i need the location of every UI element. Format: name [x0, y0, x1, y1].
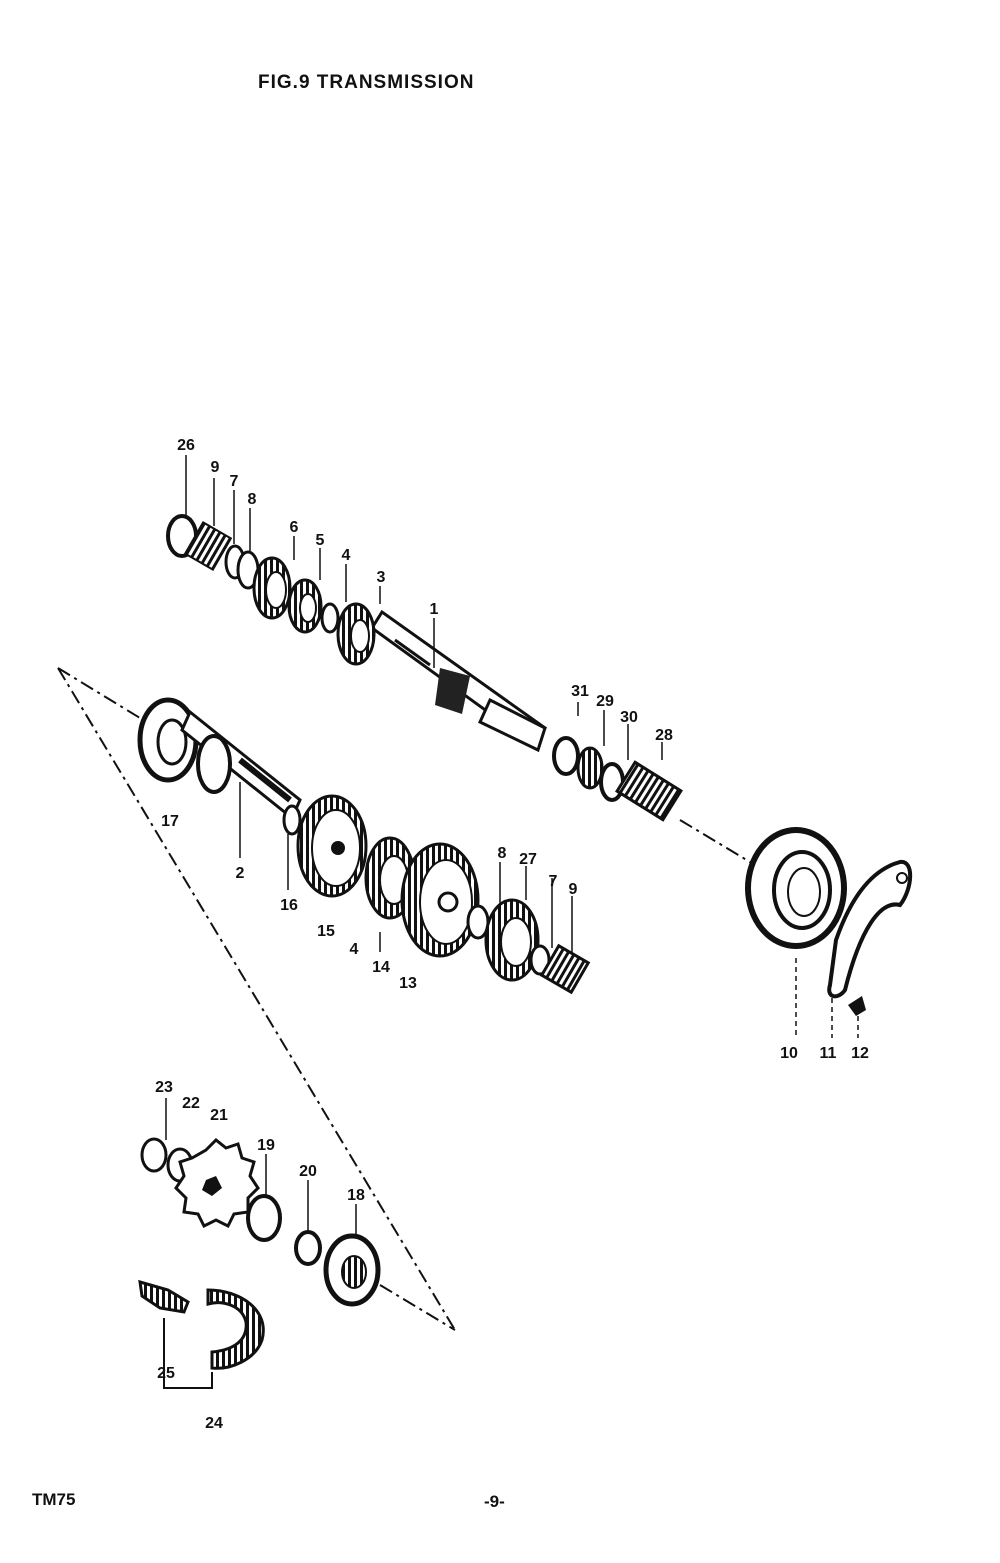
sprocket-group [140, 1137, 381, 1307]
label-8-upper: 8 [248, 491, 257, 508]
label-19: 19 [257, 1137, 275, 1154]
label-26: 26 [177, 437, 195, 454]
screw-12 [848, 996, 866, 1016]
label-6: 6 [290, 519, 299, 536]
counter-shaft-assembly [137, 697, 591, 995]
washer-4-upper [320, 602, 340, 634]
label-1: 1 [430, 601, 439, 618]
label-21: 21 [210, 1107, 228, 1124]
nut-23 [140, 1137, 168, 1173]
label-9-upper: 9 [211, 459, 220, 476]
assembly-guide-lines [57, 667, 761, 1331]
label-28: 28 [655, 727, 673, 744]
main-shaft-assembly [166, 514, 683, 822]
label-14: 14 [372, 959, 390, 976]
label-4-lower: 4 [350, 941, 359, 958]
label-7-upper: 7 [230, 473, 239, 490]
needle-bearing-9 [183, 521, 233, 571]
label-31: 31 [571, 683, 589, 700]
drive-chain-24 [206, 1288, 265, 1370]
label-10: 10 [780, 1045, 798, 1062]
label-25: 25 [157, 1365, 175, 1382]
ring-30 [599, 762, 625, 802]
label-30: 30 [620, 709, 638, 726]
label-2: 2 [236, 865, 245, 882]
label-24: 24 [205, 1415, 223, 1432]
retainer-11 [827, 860, 913, 999]
part-number-labels: 26 9 7 8 6 5 4 3 1 31 29 30 28 17 2 16 1… [155, 437, 869, 1432]
leader-lines [165, 455, 663, 1236]
chain-group [138, 1279, 265, 1389]
label-23: 23 [155, 1079, 173, 1096]
label-15: 15 [317, 923, 335, 940]
figure-title: FIG.9 TRANSMISSION [258, 72, 475, 93]
model-code: TM75 [32, 1490, 76, 1509]
label-13: 13 [399, 975, 417, 992]
spacer-19 [246, 1194, 282, 1242]
bearing-29 [576, 746, 604, 790]
label-18: 18 [347, 1187, 365, 1204]
needle-bearing-9-lower [539, 943, 591, 995]
page-number: -9- [484, 1492, 505, 1511]
bearing-retainer-group [745, 827, 913, 1038]
label-29: 29 [596, 693, 614, 710]
label-17: 17 [161, 813, 179, 830]
label-11: 11 [820, 1045, 837, 1062]
label-16: 16 [280, 897, 298, 914]
washer-16 [282, 804, 302, 836]
label-3: 3 [377, 569, 386, 586]
label-8-lower: 8 [498, 845, 507, 862]
label-5: 5 [316, 532, 325, 549]
chain-joint-25 [138, 1279, 190, 1314]
label-22: 22 [182, 1095, 200, 1112]
ring-31 [552, 736, 580, 776]
label-4-upper: 4 [342, 547, 351, 564]
oring-20 [294, 1230, 322, 1266]
label-20: 20 [299, 1163, 317, 1180]
label-27: 27 [519, 851, 537, 868]
label-12: 12 [851, 1045, 869, 1062]
label-7-lower: 7 [549, 873, 558, 890]
sleeve-28 [615, 760, 683, 822]
label-9-lower: 9 [569, 881, 578, 898]
